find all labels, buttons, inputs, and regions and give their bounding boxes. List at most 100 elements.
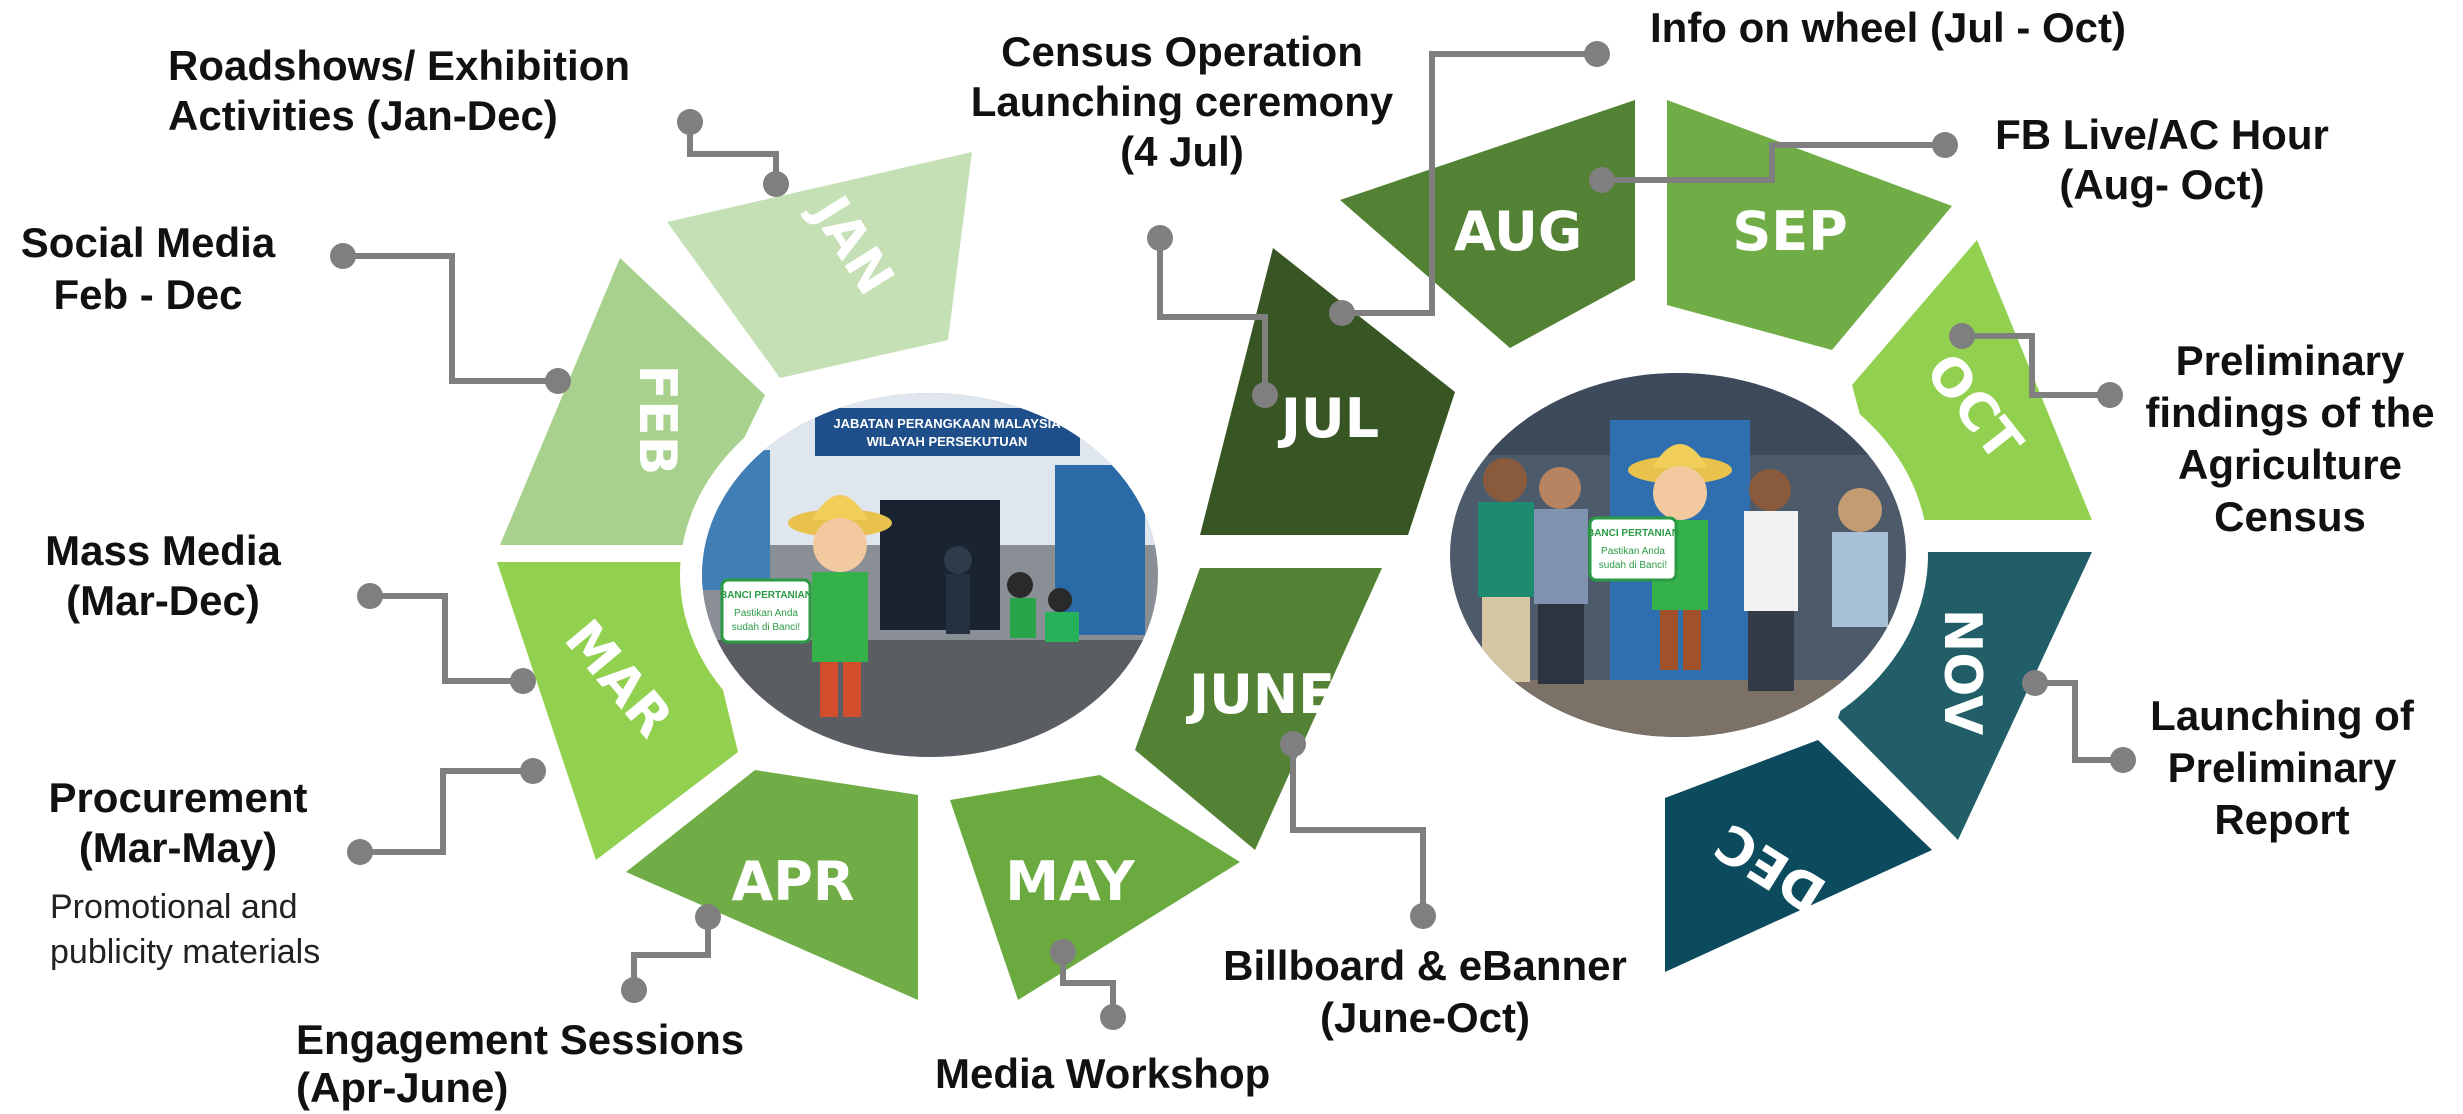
annotation-line: Census Operation bbox=[1001, 28, 1363, 75]
month-label-may: MAY bbox=[1005, 850, 1135, 913]
annotation-line: Mass Media bbox=[45, 527, 281, 574]
leader-lines bbox=[343, 51, 2123, 1017]
photo-banner-subtext: WILAYAH PERSEKUTUAN bbox=[867, 434, 1028, 449]
annotation-line: Preliminary bbox=[2176, 337, 2405, 384]
annotation-fb-live: FB Live/AC Hour(Aug- Oct) bbox=[1995, 111, 2329, 208]
photo-sign-title: BANCI PERTANIAN bbox=[1587, 528, 1679, 539]
leader-dot bbox=[545, 368, 571, 394]
leader-dot bbox=[1329, 300, 1355, 326]
segment-feb bbox=[500, 258, 765, 545]
segment-dec bbox=[1665, 740, 1932, 972]
annotation-line: FB Live/AC Hour bbox=[1995, 111, 2329, 158]
segment-apr bbox=[626, 770, 918, 1000]
leader-media-workshop bbox=[1060, 952, 1116, 1017]
month-label-nov: NOV bbox=[1932, 609, 1992, 736]
annotation-media-workshop: Media Workshop bbox=[935, 1050, 1270, 1097]
annotation-line: Activities (Jan-Dec) bbox=[168, 92, 558, 139]
leader-dot bbox=[2022, 670, 2048, 696]
annotation-line: Social Media bbox=[21, 219, 276, 266]
photo-sign-line: sudah di Banci! bbox=[732, 622, 800, 633]
leader-engagement bbox=[631, 917, 711, 990]
month-label-apr: APR bbox=[732, 850, 855, 913]
annotation-engagement: Engagement Sessions(Apr-June) bbox=[296, 1016, 744, 1111]
annotation-line: Info on wheel (Jul - Oct) bbox=[1650, 4, 2126, 51]
leader-dot bbox=[1589, 167, 1615, 193]
annotation-line: Engagement Sessions bbox=[296, 1016, 744, 1063]
leader-info-wheel bbox=[1342, 51, 1597, 316]
leader-procurement bbox=[360, 768, 533, 855]
leader-dot bbox=[1932, 132, 1958, 158]
leader-dot bbox=[1410, 903, 1436, 929]
annotation-line: Preliminary bbox=[2168, 744, 2397, 791]
photo-left: JABATAN PERANGKAAN MALAYSIA WILAYAH PERS… bbox=[680, 370, 1180, 780]
leader-dot bbox=[357, 583, 383, 609]
segment-may bbox=[950, 775, 1240, 1000]
annotation-line: Census bbox=[2214, 493, 2366, 540]
month-label-feb: FEB bbox=[627, 365, 687, 476]
leader-dot bbox=[1050, 939, 1076, 965]
leader-dot bbox=[677, 109, 703, 135]
annotation-info-wheel: Info on wheel (Jul - Oct) bbox=[1650, 4, 2126, 51]
segment-mar bbox=[497, 562, 738, 860]
leader-preliminary-findings bbox=[1962, 333, 2110, 398]
segment-sep bbox=[1667, 100, 1952, 350]
leader-dot bbox=[1584, 41, 1610, 67]
leader-dot bbox=[2097, 382, 2123, 408]
annotation-line: Roadshows/ Exhibition bbox=[168, 42, 630, 89]
annotation-line: (Mar-Dec) bbox=[66, 577, 260, 624]
leader-dot bbox=[621, 977, 647, 1003]
annotation-line: findings of the bbox=[2145, 389, 2434, 436]
photo-banner-text: JABATAN PERANGKAAN MALAYSIA bbox=[833, 416, 1061, 431]
annotation-line: Report bbox=[2214, 796, 2349, 843]
leader-dot bbox=[1147, 225, 1173, 251]
annotation-billboard: Billboard & eBanner(June-Oct) bbox=[1223, 942, 1627, 1041]
leader-mass-media bbox=[370, 593, 523, 684]
leader-dot bbox=[2110, 747, 2136, 773]
segment-aug bbox=[1340, 100, 1635, 348]
leader-fb-live bbox=[1602, 142, 1945, 183]
segment-june bbox=[1135, 568, 1382, 850]
segment-jan bbox=[667, 152, 972, 378]
leader-census-launch bbox=[1157, 238, 1268, 395]
leader-dot bbox=[695, 904, 721, 930]
photo-right: BANCI PERTANIAN Pastikan Anda sudah di B… bbox=[1428, 350, 1928, 760]
annotation-line: (Apr-June) bbox=[296, 1064, 508, 1111]
month-label-jul: JUL bbox=[1277, 387, 1379, 450]
leader-dot bbox=[1280, 731, 1306, 757]
month-ring bbox=[497, 100, 2092, 1000]
leader-dot bbox=[330, 243, 356, 269]
photo-sign-title: BANCI PERTANIAN bbox=[720, 590, 812, 601]
annotation-line: Agriculture bbox=[2178, 441, 2402, 488]
leader-dot bbox=[1949, 323, 1975, 349]
annotation-mass-media: Mass Media(Mar-Dec) bbox=[45, 527, 281, 624]
month-label-aug: AUG bbox=[1454, 200, 1582, 263]
month-label-june: JUNE bbox=[1185, 663, 1335, 726]
leader-dot bbox=[347, 839, 373, 865]
photo-sign-line: Pastikan Anda bbox=[1601, 546, 1665, 557]
annotation-line: Launching ceremony bbox=[971, 78, 1394, 125]
leader-social-media bbox=[343, 253, 558, 384]
leader-dot bbox=[520, 758, 546, 784]
leader-dot bbox=[1252, 382, 1278, 408]
annotation-line: (4 Jul) bbox=[1120, 128, 1244, 175]
annotation-procurement: Procurement(Mar-May) bbox=[48, 774, 307, 871]
annotation-line: Promotional and bbox=[50, 888, 298, 926]
segment-oct bbox=[1852, 240, 2092, 520]
annotation-line: (Mar-May) bbox=[79, 824, 277, 871]
leader-launching-report bbox=[2035, 680, 2123, 763]
leader-dot bbox=[763, 171, 789, 197]
annotation-line: (Aug- Oct) bbox=[2059, 161, 2264, 208]
annotation-line: Launching of bbox=[2150, 692, 2415, 739]
annotation-line: Procurement bbox=[48, 774, 307, 821]
month-label-sep: SEP bbox=[1732, 200, 1847, 263]
leader-dot bbox=[510, 668, 536, 694]
leader-dots bbox=[330, 41, 2136, 1030]
leader-dot bbox=[1100, 1004, 1126, 1030]
